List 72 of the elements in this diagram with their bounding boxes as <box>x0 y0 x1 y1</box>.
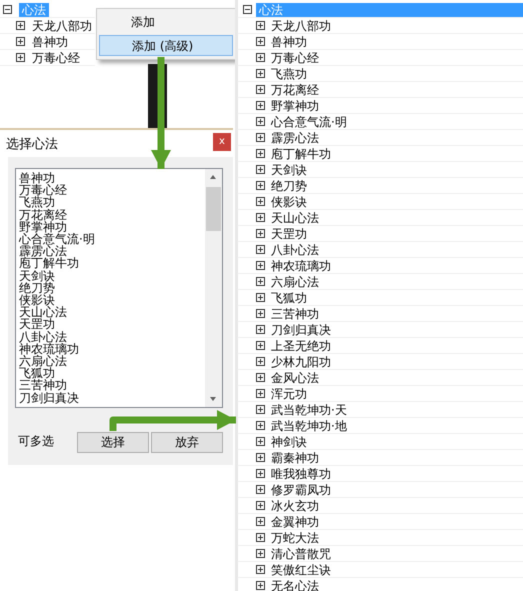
tree-item: 心法 <box>19 3 49 17</box>
tree-item: 飞燕功 <box>271 67 307 81</box>
tree-item: 三苦神功 <box>271 307 319 321</box>
tree-item: 野掌神功 <box>271 99 319 113</box>
dialog-window <box>0 128 233 465</box>
tree-panel <box>235 0 523 591</box>
list-item: 万花离经 <box>19 208 67 221</box>
list-item: 侠影诀 <box>19 294 55 306</box>
tree-item: 少林九阳功 <box>271 355 331 369</box>
tree-item: 唯我独尊功 <box>271 467 331 481</box>
tree-item: 天剑诀 <box>271 163 307 177</box>
tree-item: 飞狐功 <box>271 291 307 305</box>
tree-item: 兽神功 <box>32 35 68 49</box>
tree-item: 六扇心法 <box>271 275 319 289</box>
tree-item: 神农琉璃功 <box>271 259 331 273</box>
tree-item: 上圣无绝功 <box>271 339 331 353</box>
tree-item: 冰火玄功 <box>271 499 319 513</box>
list-item: 天罡功 <box>19 318 55 330</box>
tree-item: 金风心法 <box>271 371 319 385</box>
list-item: 天剑诀 <box>19 270 55 282</box>
dialog-title: 选择心法 <box>6 136 58 153</box>
list-item: 三苦神功 <box>19 379 67 392</box>
list-item: 霹雳心法 <box>19 245 67 258</box>
tree-item: 天龙八部功 <box>271 19 331 33</box>
tree-item: 天山心法 <box>271 211 319 225</box>
list-item: 万毒心经 <box>19 184 67 196</box>
dialog-button: 放弃 <box>151 432 223 453</box>
list-item: 飞燕功 <box>19 196 55 208</box>
tree-item: 天罡功 <box>271 227 307 241</box>
tree-item: 侠影诀 <box>271 195 307 209</box>
tree-item: 万花离经 <box>271 83 319 97</box>
tree-item: 武当乾坤功·地 <box>271 419 347 433</box>
tree-item: 笑傲红尘诀 <box>271 563 331 577</box>
list-item: 天山心法 <box>19 306 67 318</box>
tree-item: 武当乾坤功·天 <box>271 403 347 417</box>
tree-item: 浑元功 <box>271 387 307 401</box>
tree-item: 万毒心经 <box>32 51 80 65</box>
arrow <box>151 57 171 169</box>
tree-item: 万蛇大法 <box>271 531 319 545</box>
list-item: 兽神功 <box>19 172 55 184</box>
tree-item: 修罗霸凤功 <box>271 483 331 497</box>
tree-item: 八卦心法 <box>271 243 319 257</box>
list-item: 飞狐功 <box>19 367 55 380</box>
list-item: 野掌神功 <box>19 220 67 233</box>
list-item: 绝刀势 <box>19 282 55 294</box>
list-item: 神农琉璃功 <box>19 342 79 355</box>
arrow <box>110 410 236 431</box>
tree-item: 金翼神功 <box>271 515 319 529</box>
tree-item: 万毒心经 <box>271 51 319 65</box>
menu-item: 添加 (高级) <box>99 35 233 56</box>
tree-item: 心法 <box>256 3 523 17</box>
list-item: 心合意气流·明 <box>19 233 95 245</box>
close-button: x <box>213 133 231 151</box>
list-item: 六扇心法 <box>19 355 67 367</box>
list-box <box>15 168 223 408</box>
tree-item: 心合意气流·明 <box>271 115 347 129</box>
tree-item: 霹雳心法 <box>271 131 319 145</box>
list-item: 刀剑归真决 <box>19 392 79 404</box>
list-item: 庖丁解牛功 <box>19 257 79 270</box>
tree-item: 绝刀势 <box>271 179 307 193</box>
tree-item: 兽神功 <box>271 35 307 49</box>
menu-item: 添加 <box>99 12 233 32</box>
list-item: 八卦心法 <box>19 330 67 343</box>
tree-item: 庖丁解牛功 <box>271 147 331 161</box>
note-text: 可多选 <box>18 433 54 450</box>
tree-item: 天龙八部功 <box>32 19 92 33</box>
tree-item: 神剑诀 <box>271 435 307 449</box>
tree-item: 霸秦神功 <box>271 451 319 465</box>
tree-item: 清心普散咒 <box>271 547 331 561</box>
tree-item: 刀剑归真决 <box>271 323 331 337</box>
dialog-button: 选择 <box>77 432 149 453</box>
tree-panel <box>0 0 95 66</box>
